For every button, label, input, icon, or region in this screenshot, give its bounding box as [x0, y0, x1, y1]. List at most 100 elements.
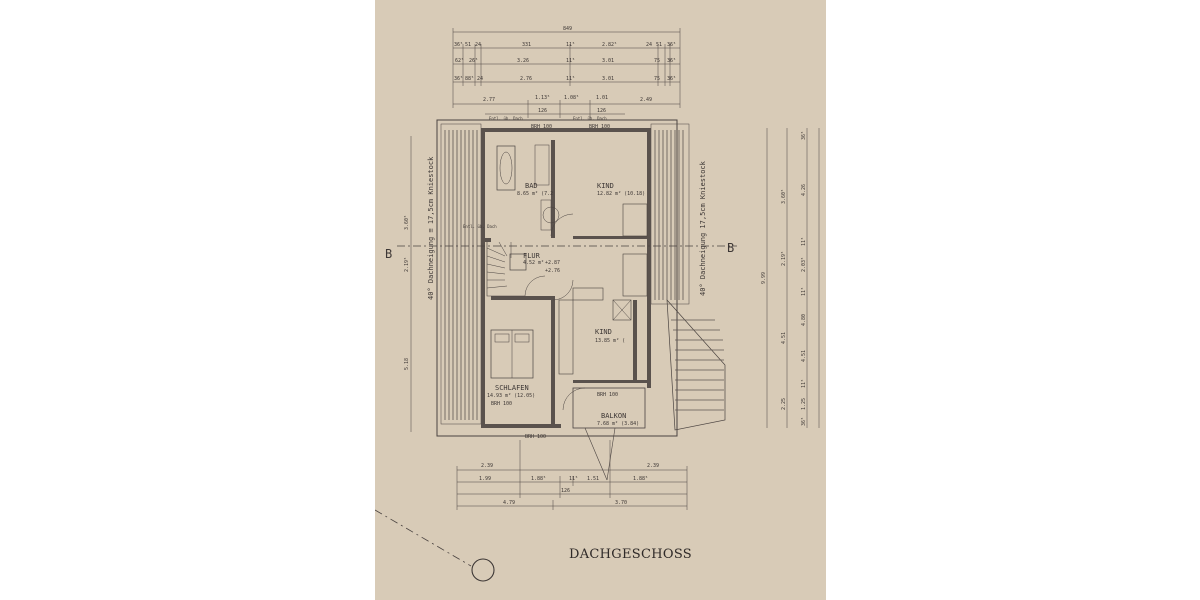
dim-b4-b: 3.70 [615, 500, 627, 506]
right-roof-hatching [654, 130, 724, 411]
dim-b1-a: 2.39 [481, 463, 493, 469]
bed [490, 329, 534, 379]
dim-r4-a: 2.77 [483, 97, 495, 103]
dim-b1-b: 2.39 [647, 463, 659, 469]
reference-line [375, 509, 472, 567]
right-dim-inner-9: 1.25 [801, 398, 807, 410]
brh-label-1: BRH 100 [531, 124, 552, 130]
right-dim-outer-1: 3.60⁵ [781, 189, 787, 204]
room-kind1-name: KIND [597, 182, 614, 190]
dim-r2-d: 11⁵ [566, 58, 575, 64]
dim-r4-e: 2.49 [640, 97, 652, 103]
dim-r5-b: 126 [597, 108, 606, 114]
left-dim-2: 2.19⁵ [404, 257, 410, 272]
staircase [486, 241, 527, 297]
floor-plan-drawing: 849 36⁵ 51 24 331 11⁵ 2.82⁵ 24 51 36⁵ 62… [375, 26, 820, 582]
dim-r2-a: 62⁵ [455, 58, 464, 64]
plan-sheet: 849 36⁵ 51 24 331 11⁵ 2.82⁵ 24 51 36⁵ 62… [375, 0, 826, 600]
dim-r3-g: 75 [654, 76, 660, 82]
brh-label-4: BRH 100 [597, 392, 618, 398]
side-label-right: 40° Dachneigung 17,5cm Kniestock [699, 160, 707, 296]
door-swings [524, 213, 586, 411]
dim-r1-i: 36⁵ [667, 42, 676, 48]
dim-r3-e: 11⁵ [566, 76, 575, 82]
balcony [572, 387, 646, 481]
section-line: B B [385, 241, 737, 261]
right-dim-inner-10: 36⁵ [801, 417, 807, 426]
dim-r1-c: 24 [475, 42, 481, 48]
section-mark-left: B [385, 247, 392, 261]
right-dim-inner-5: 11⁵ [801, 287, 807, 296]
left-dim-1: 3.60⁵ [404, 215, 410, 230]
room-kind1-area: 12.82 m² (10.18) [597, 191, 645, 197]
room-balkon-name: BALKON [601, 412, 626, 420]
dim-r4-c: 1.08⁵ [564, 95, 579, 101]
brh-label-2: BRH 100 [589, 124, 610, 130]
dim-r1-b: 51 [465, 42, 471, 48]
drawing-title: DACHGESCHOSS [569, 547, 692, 562]
bottom-dimension-chains: 2.39 2.39 1.99 1.88⁵ 11⁵ 1.51 1.88⁵ 126 … [456, 440, 688, 510]
dim-r3-f: 3.01 [602, 76, 614, 82]
dim-r1-g: 24 [646, 42, 652, 48]
dim-b2-a: 1.99 [479, 476, 491, 482]
misc-label-3: Entl. üb. Dach [463, 224, 497, 229]
right-dim-outer-4: 2.25 [781, 398, 787, 410]
right-dim-overall: 9.99 [761, 272, 767, 284]
dim-r2-b: 26⁵ [469, 58, 478, 64]
dim-r4-d: 1.01 [596, 95, 608, 101]
dim-r5-a: 126 [538, 108, 547, 114]
right-dim-inner-6: 4.80 [801, 314, 807, 326]
left-roof-hatching [444, 130, 478, 420]
closets [558, 203, 648, 375]
room-schlafen-area: 14.93 m² (12.05) [487, 393, 535, 399]
dim-r3-a: 36⁵ [454, 76, 463, 82]
left-dim-3: 5.18 [404, 358, 410, 370]
room-balkon-area: 7.68 m² (3.84) [597, 421, 639, 427]
dim-r1-e: 11⁵ [566, 42, 575, 48]
level-2: +2.76 [545, 268, 560, 274]
dim-b4-a: 4.79 [503, 500, 515, 506]
right-dim-inner-4: 2.03⁵ [801, 257, 807, 272]
dim-r4-b: 1.13⁵ [535, 95, 550, 101]
dim-b2-b: 1.88⁵ [531, 476, 546, 482]
room-bad-name: BAD [525, 182, 538, 190]
dim-overall-width: 849 [563, 26, 572, 32]
right-dim-outer-3: 4.51 [781, 332, 787, 344]
dim-r3-h: 36⁵ [667, 76, 676, 82]
room-labels: BAD 8.65 m² (7.2 KIND 12.82 m² (10.18) F… [487, 182, 645, 427]
level-1: +2.87 [545, 260, 560, 266]
right-dim-inner-1: 36⁵ [801, 131, 807, 140]
right-dimension-chain: 9.99 3.60⁵ 2.19⁵ 4.51 2.25 36⁵ 4.26 11⁵ … [761, 128, 820, 428]
right-dim-outer-2: 2.19⁵ [781, 251, 787, 266]
dim-r3-d: 2.76 [520, 76, 532, 82]
dim-r2-c: 3.26 [517, 58, 529, 64]
building-outline [436, 119, 726, 437]
right-dim-inner-7: 4.51 [801, 350, 807, 362]
dim-r2-g: 36⁵ [667, 58, 676, 64]
reference-circle-icon [471, 558, 495, 582]
dim-r2-e: 3.01 [602, 58, 614, 64]
room-flur-area: 4.52 m² [523, 260, 544, 266]
side-label-left: 40° Dachneigung ≅ 17,5cm Kniestock [427, 156, 435, 300]
dim-b2-e: 1.88⁵ [633, 476, 648, 482]
room-flur-name: FLUR [523, 252, 541, 260]
brh-labels: BRH 100 BRH 100 BRH 100 BRH 100 BRH 100 [491, 124, 618, 440]
dim-b3-a: 126 [561, 488, 570, 494]
dim-b2-d: 1.51 [587, 476, 599, 482]
dim-r3-b: 88⁵ [465, 76, 474, 82]
dim-r1-d: 331 [522, 42, 531, 48]
right-dim-inner-8: 11⁵ [801, 379, 807, 388]
room-kind2-name: KIND [595, 328, 612, 336]
dim-r1-f: 2.82⁵ [602, 42, 617, 48]
right-dim-inner-2: 4.26 [801, 184, 807, 196]
dim-b2-c: 11⁵ [569, 476, 578, 482]
right-dim-inner-3: 11⁵ [801, 237, 807, 246]
misc-label-2: Entl. üb. Dach [573, 116, 607, 121]
bath-fixtures [496, 144, 560, 231]
room-bad-area: 8.65 m² (7.2 [517, 191, 553, 197]
dim-r1-h: 51 [656, 42, 662, 48]
dim-r3-c: 24 [477, 76, 483, 82]
section-mark-right: B [727, 241, 734, 255]
brh-label-3: BRH 100 [491, 401, 512, 407]
dim-r1-a: 36⁵ [454, 42, 463, 48]
